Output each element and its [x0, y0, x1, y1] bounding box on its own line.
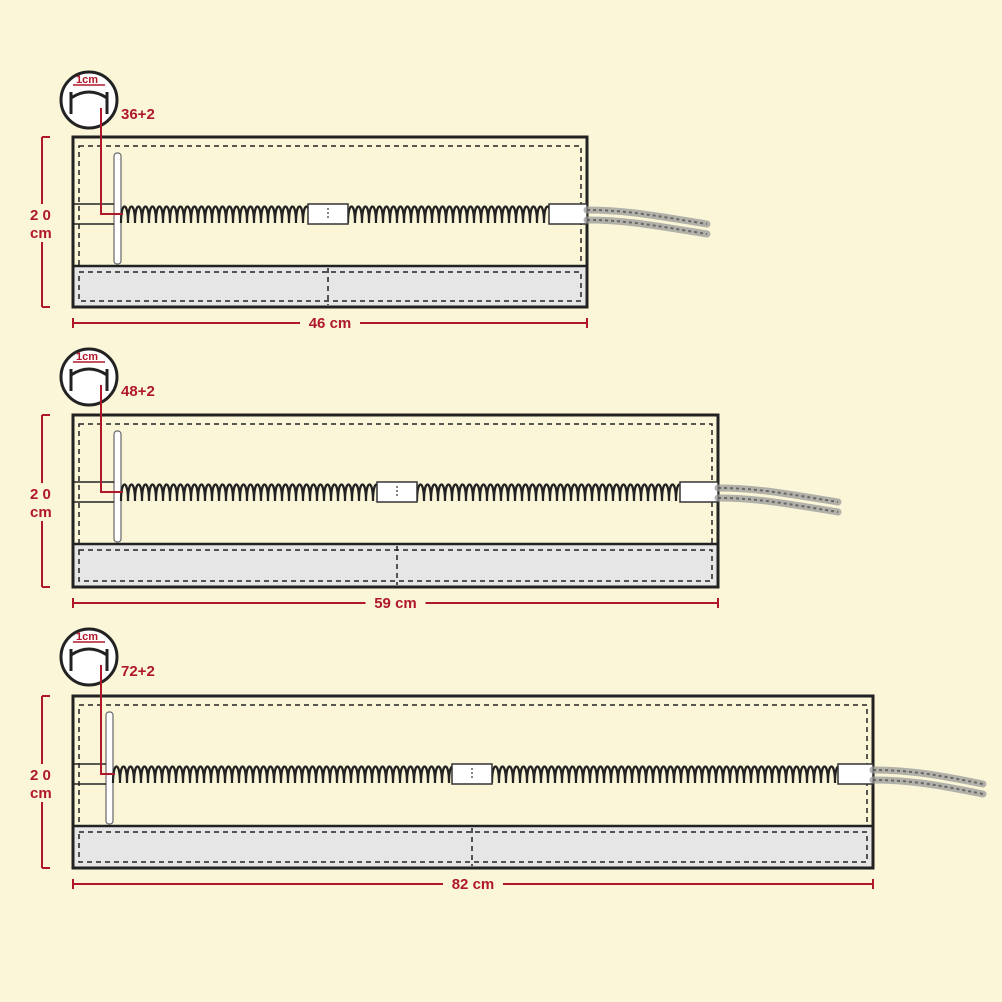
callout-circle [59, 627, 119, 687]
support-bar [105, 711, 114, 825]
width-label-bg [443, 875, 503, 893]
height-label-bg [26, 764, 60, 802]
height-dimension: 2 0cm [26, 136, 60, 308]
coil-loops [119, 205, 312, 224]
height-label-number: 2 0 [30, 207, 51, 224]
coil-end-sleeve [548, 203, 588, 225]
coil-diameter-label: 1cm [76, 351, 98, 363]
callout-leader [100, 385, 123, 493]
base-tray [71, 264, 589, 309]
power-cable [583, 206, 711, 238]
width-dimension: 59 cm [72, 594, 719, 612]
cable-braid [872, 769, 984, 785]
coil-diameter-label: 1cm [76, 74, 98, 86]
width-label: 46 cm [309, 315, 352, 332]
width-label-bg [300, 314, 360, 332]
tray-dashed-outline [78, 831, 868, 863]
coil-count-label: 48+2 [121, 383, 155, 400]
coil-diameter-label: 1cm [76, 631, 98, 643]
height-label-unit: cm [30, 504, 52, 521]
coil-element [111, 763, 874, 785]
heater-body [71, 413, 720, 589]
coil-loops [119, 483, 382, 502]
coil-end-sleeve [837, 763, 874, 785]
coil-count-label: 36+2 [121, 106, 155, 123]
coil-section-icon [69, 647, 109, 671]
coil-detail-callout: 1cm 36+2 [59, 70, 155, 215]
callout-circle [59, 347, 119, 407]
callout-leader [100, 108, 123, 215]
coil-loops [346, 205, 553, 224]
width-dimension: 82 cm [72, 875, 874, 893]
coil-element [119, 203, 588, 225]
coil-loops [111, 765, 458, 784]
height-dimension: 2 0cm [26, 414, 60, 588]
height-label-bg [26, 483, 60, 521]
width-label: 82 cm [452, 876, 495, 893]
coil-loops [415, 483, 685, 502]
coil-section-icon [69, 90, 109, 114]
support-bar [113, 152, 122, 265]
cable-braid [872, 779, 984, 795]
cable-braid [586, 219, 708, 235]
coil-count-label: 72+2 [121, 663, 155, 680]
cable-braid [717, 487, 839, 503]
callout-leader [100, 665, 115, 775]
height-label-unit: cm [30, 785, 52, 802]
coil-detail-callout: 1cm 48+2 [59, 347, 155, 493]
callout-circle [59, 70, 119, 130]
coil-section-icon [69, 367, 109, 391]
cable-braid [586, 209, 708, 225]
width-label: 59 cm [374, 595, 417, 612]
height-label-unit: cm [30, 225, 52, 242]
height-label-number: 2 0 [30, 486, 51, 503]
base-tray [71, 824, 875, 870]
width-label-bg [365, 594, 426, 612]
support-bar [113, 430, 122, 543]
height-label-bg [26, 204, 60, 242]
tray-dashed-outline [78, 549, 713, 582]
height-dimension: 2 0cm [26, 695, 60, 869]
coil-element [119, 481, 719, 503]
heater-body [71, 135, 589, 309]
height-label-number: 2 0 [30, 767, 51, 784]
heater-diagram-3: 1cm 72+2 2 0cm 82 cm [26, 627, 987, 893]
heater-diagram-2: 1cm 48+2 2 0cm 59 cm [26, 347, 842, 612]
power-cable [869, 766, 987, 798]
power-cable [714, 484, 842, 516]
width-dimension: 46 cm [72, 314, 588, 332]
heater-diagram-1: 1cm 36+2 2 0cm 46 cm [26, 70, 711, 332]
coil-loops [490, 765, 844, 784]
tray-dashed-outline [78, 271, 582, 302]
coil-end-sleeve [679, 481, 719, 503]
coil-detail-callout: 1cm 72+2 [59, 627, 155, 775]
cable-braid [717, 497, 839, 513]
